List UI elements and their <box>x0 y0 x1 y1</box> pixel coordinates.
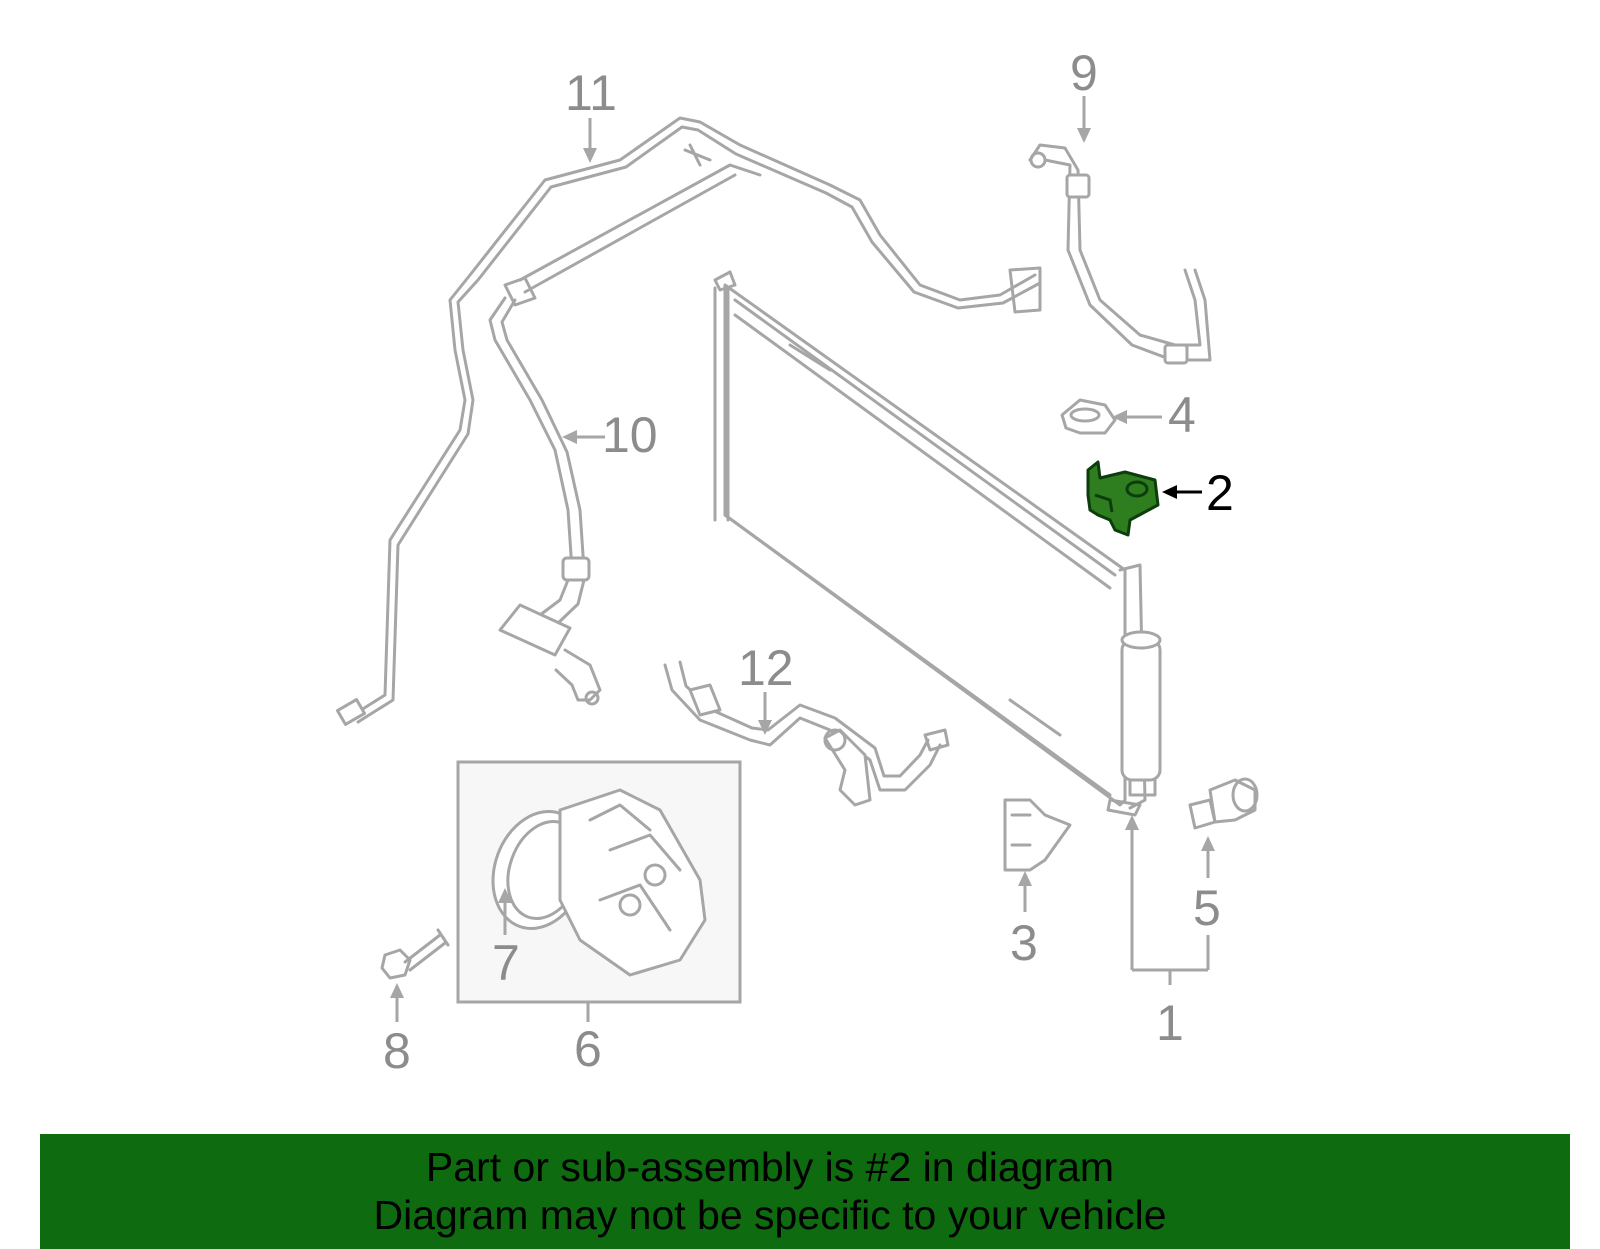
part-3-bracket[interactable] <box>1003 798 1072 872</box>
callout-3: 3 <box>1010 915 1038 971</box>
callout-9: 9 <box>1070 45 1098 101</box>
callout-11: 11 <box>565 65 617 121</box>
part-7-compressor[interactable] <box>477 788 707 977</box>
part-1-condenser[interactable] <box>713 270 1162 817</box>
part-9-pipe[interactable] <box>1028 143 1212 365</box>
part-11-discharge-pipe[interactable] <box>335 116 1042 726</box>
part-5-pressure-sensor[interactable] <box>1188 777 1259 830</box>
info-banner: Part or sub-assembly is #2 in diagram Di… <box>40 1134 1570 1249</box>
callout-6: 6 <box>574 1021 602 1077</box>
callout-7: 7 <box>492 935 520 991</box>
callout-10: 10 <box>602 407 658 463</box>
part-2-bracket-highlighted[interactable] <box>1086 460 1160 537</box>
part-12-liquid-pipe[interactable] <box>663 660 950 807</box>
callout-4: 4 <box>1168 387 1196 443</box>
callout-5: 5 <box>1193 880 1221 936</box>
callout-2: 2 <box>1206 465 1234 521</box>
callout-12: 12 <box>738 640 794 696</box>
part-2-shape <box>1086 460 1160 537</box>
callout-1: 1 <box>1156 995 1184 1051</box>
part-4-nut[interactable] <box>1060 398 1117 435</box>
banner-line-disclaimer: Diagram may not be specific to your vehi… <box>373 1192 1167 1238</box>
callout-8: 8 <box>383 1023 411 1079</box>
part-8-bolt[interactable] <box>380 928 450 980</box>
leader-lines <box>390 96 1215 1022</box>
part-6-compressor-assembly-box[interactable] <box>456 760 742 1004</box>
banner-line-part-info: Part or sub-assembly is #2 in diagram <box>425 1144 1115 1190</box>
part-10-suction-hose[interactable] <box>488 163 762 706</box>
